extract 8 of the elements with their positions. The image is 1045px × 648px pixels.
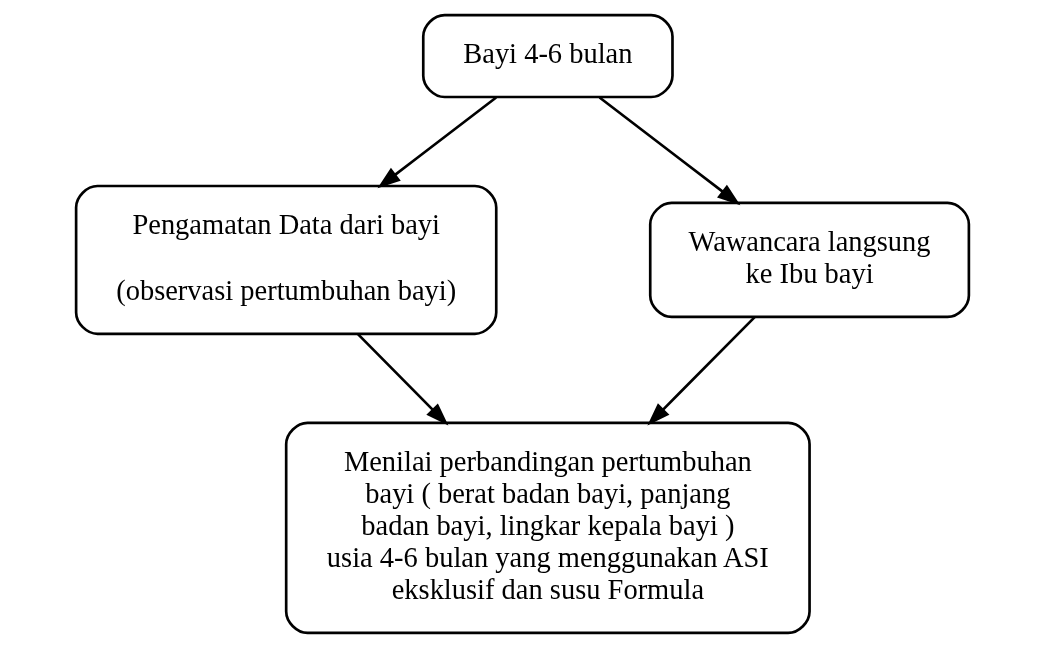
node-box: Wawancara langsung ke Ibu bayi <box>648 201 971 319</box>
arrow <box>356 333 449 426</box>
arrow <box>377 96 497 189</box>
arrow <box>647 316 756 426</box>
node-box: Menilai perbandingan pertumbuhan bayi ( berat badan bayi, panjang badan bayi, lingkar kepala bayi ) usia 4-6 bulan yang menggunakan ASI eksklusif dan susu Formula <box>284 421 811 635</box>
node-box: Bayi 4-6 bulan <box>421 13 674 99</box>
node-box: Pengamatan Data dari bayi (observasi pertumbuhan bayi) <box>74 184 498 336</box>
arrow <box>598 96 741 206</box>
